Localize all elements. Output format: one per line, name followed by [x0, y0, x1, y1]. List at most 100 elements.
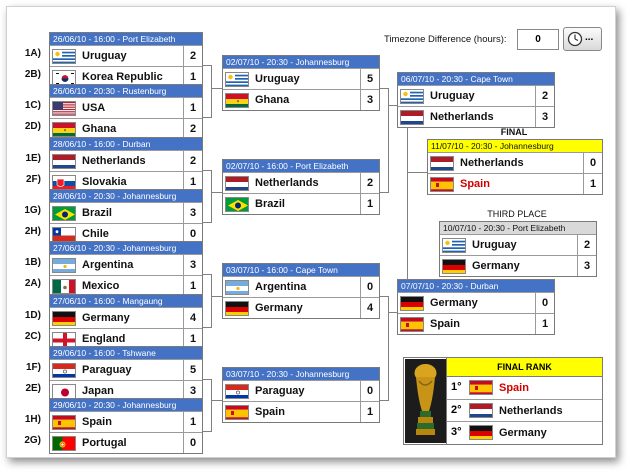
timezone-clock-button[interactable]: ... [563, 27, 602, 51]
uruguay-flag-icon [400, 89, 424, 104]
team-name: Uruguay [472, 239, 517, 251]
team-name: USA [82, 102, 106, 114]
seed-label: 1A) [24, 48, 41, 59]
bracket-connector [203, 117, 211, 118]
bracket-connector [211, 88, 222, 89]
match-header: 06/07/10 - 20:30 - Cape Town [398, 73, 554, 85]
seed-label: 1F) [26, 362, 41, 373]
team-score: 1 [183, 276, 202, 296]
team-name: Chile [82, 228, 109, 240]
team-score: 1 [183, 67, 202, 87]
england-flag-icon [52, 332, 76, 347]
spain-flag-icon [400, 317, 424, 332]
team-name: Paraguay [255, 385, 305, 397]
seed-label: 2E) [25, 383, 41, 394]
match-header: 07/07/10 - 20:30 - Durban [398, 280, 554, 292]
team-name: Spain [82, 416, 112, 428]
seed-label: 1E) [25, 153, 41, 164]
team-score: 0 [183, 433, 202, 453]
japan-flag-icon [52, 384, 76, 399]
team-score: 1 [183, 329, 202, 349]
match-header: 11/07/10 - 20:30 - Johannesburg [428, 140, 602, 152]
rank-row: 3°Germany [446, 421, 602, 444]
bracket-connector [211, 400, 222, 401]
seed-label: 1D) [24, 310, 41, 321]
seed-label: 2C) [24, 331, 41, 342]
bracket-connector [380, 296, 388, 297]
spain-flag-icon [225, 405, 249, 420]
team-score: 4 [360, 298, 379, 318]
match-header: 27/06/10 - 16:00 - Mangaung [50, 295, 202, 307]
seed-label: 1B) [24, 257, 41, 268]
bracket-connector [211, 296, 222, 297]
netherlands-flag-icon [469, 403, 493, 418]
bracket-connector [203, 170, 211, 171]
world-cup-trophy-icon [405, 359, 446, 443]
team-name: Germany [82, 312, 130, 324]
team-score: 1 [183, 98, 202, 118]
netherlands-flag-icon [52, 154, 76, 169]
team-name: Mexico [82, 280, 120, 292]
seed-label: 1G) [24, 205, 41, 216]
bracket-connector [380, 192, 388, 193]
match-header: 28/06/10 - 16:00 - Durban [50, 138, 202, 150]
team-score: 3 [535, 107, 554, 127]
bracket-connector [211, 65, 212, 118]
final-rank-title: FINAL RANK [446, 358, 602, 377]
bracket-connector [388, 88, 389, 193]
team-name: Uruguay [82, 50, 127, 62]
clock-icon [567, 31, 583, 47]
match-header: 02/07/10 - 20:30 - Johannesburg [223, 56, 379, 68]
bracket-connector [407, 172, 427, 173]
match-header: 03/07/10 - 20:30 - Johannesburg [223, 368, 379, 380]
team-row: Mexico 1 [50, 275, 202, 296]
germany-flag-icon [469, 425, 493, 440]
team-score: 2 [183, 119, 202, 139]
rank-team-name: Netherlands [499, 405, 563, 417]
bracket-connector [407, 172, 408, 279]
bracket-sheet: Timezone Difference (hours): 0 ... 26/06… [6, 6, 616, 458]
rank-place: 1° [451, 381, 462, 393]
germany-flag-icon [225, 301, 249, 316]
paraguay-flag-icon [52, 363, 76, 378]
timezone-input[interactable]: 0 [517, 29, 559, 50]
final-title: FINAL [500, 127, 528, 137]
seed-label: 2G) [24, 435, 41, 446]
mexico-flag-icon [52, 279, 76, 294]
seed-label: 1H) [24, 414, 41, 425]
team-score: 2 [360, 173, 379, 193]
team-name: Slovakia [82, 176, 127, 188]
match-header: 02/07/10 - 16:00 - Port Elizabeth [223, 160, 379, 172]
spain-flag-icon [430, 177, 454, 192]
team-score: 1 [183, 172, 202, 192]
team-score: 2 [183, 46, 202, 66]
bracket-connector [203, 65, 211, 66]
argentina-flag-icon [52, 258, 76, 273]
bracket-connector [203, 379, 211, 380]
brazil-flag-icon [52, 206, 76, 221]
germany-flag-icon [442, 259, 466, 274]
seed-label: 1C) [24, 100, 41, 111]
match-header: 26/06/10 - 16:00 - Port Elizabeth [50, 33, 202, 45]
third-place-title: THIRD PLACE [487, 209, 547, 219]
